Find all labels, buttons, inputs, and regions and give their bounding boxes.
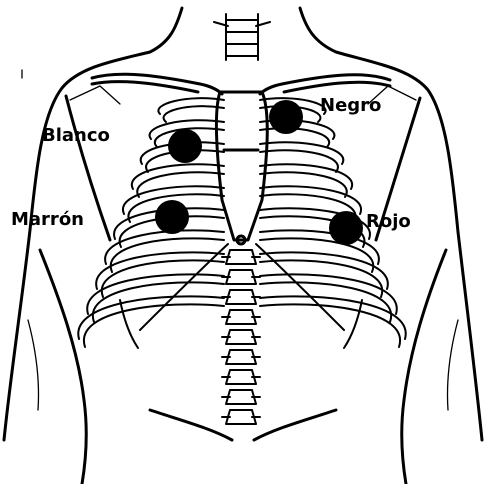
cervical-spine bbox=[214, 14, 270, 60]
costal-margin bbox=[256, 244, 344, 330]
label-blanco: Blanco bbox=[42, 125, 110, 146]
electrode-rojo bbox=[329, 211, 363, 245]
rib bbox=[137, 172, 224, 197]
label-rojo: Rojo bbox=[366, 211, 411, 232]
label-negro: Negro bbox=[320, 95, 381, 116]
rib bbox=[105, 230, 224, 264]
label-marron: Marrón bbox=[11, 209, 84, 230]
rib bbox=[260, 172, 347, 197]
costal-margin bbox=[140, 244, 228, 330]
electrode-marron bbox=[155, 200, 189, 234]
rib bbox=[260, 282, 391, 322]
rib bbox=[260, 238, 373, 272]
lumbar-spine bbox=[222, 250, 260, 424]
electrode-negro bbox=[269, 100, 303, 134]
rib bbox=[120, 300, 138, 348]
rib bbox=[111, 238, 224, 272]
body-outline bbox=[4, 8, 482, 484]
rib bbox=[344, 300, 362, 348]
rib bbox=[260, 304, 400, 347]
electrode-blanco bbox=[168, 129, 202, 163]
rib bbox=[260, 142, 343, 164]
rib bbox=[93, 282, 224, 322]
sternum bbox=[216, 92, 267, 244]
rib bbox=[84, 304, 224, 347]
